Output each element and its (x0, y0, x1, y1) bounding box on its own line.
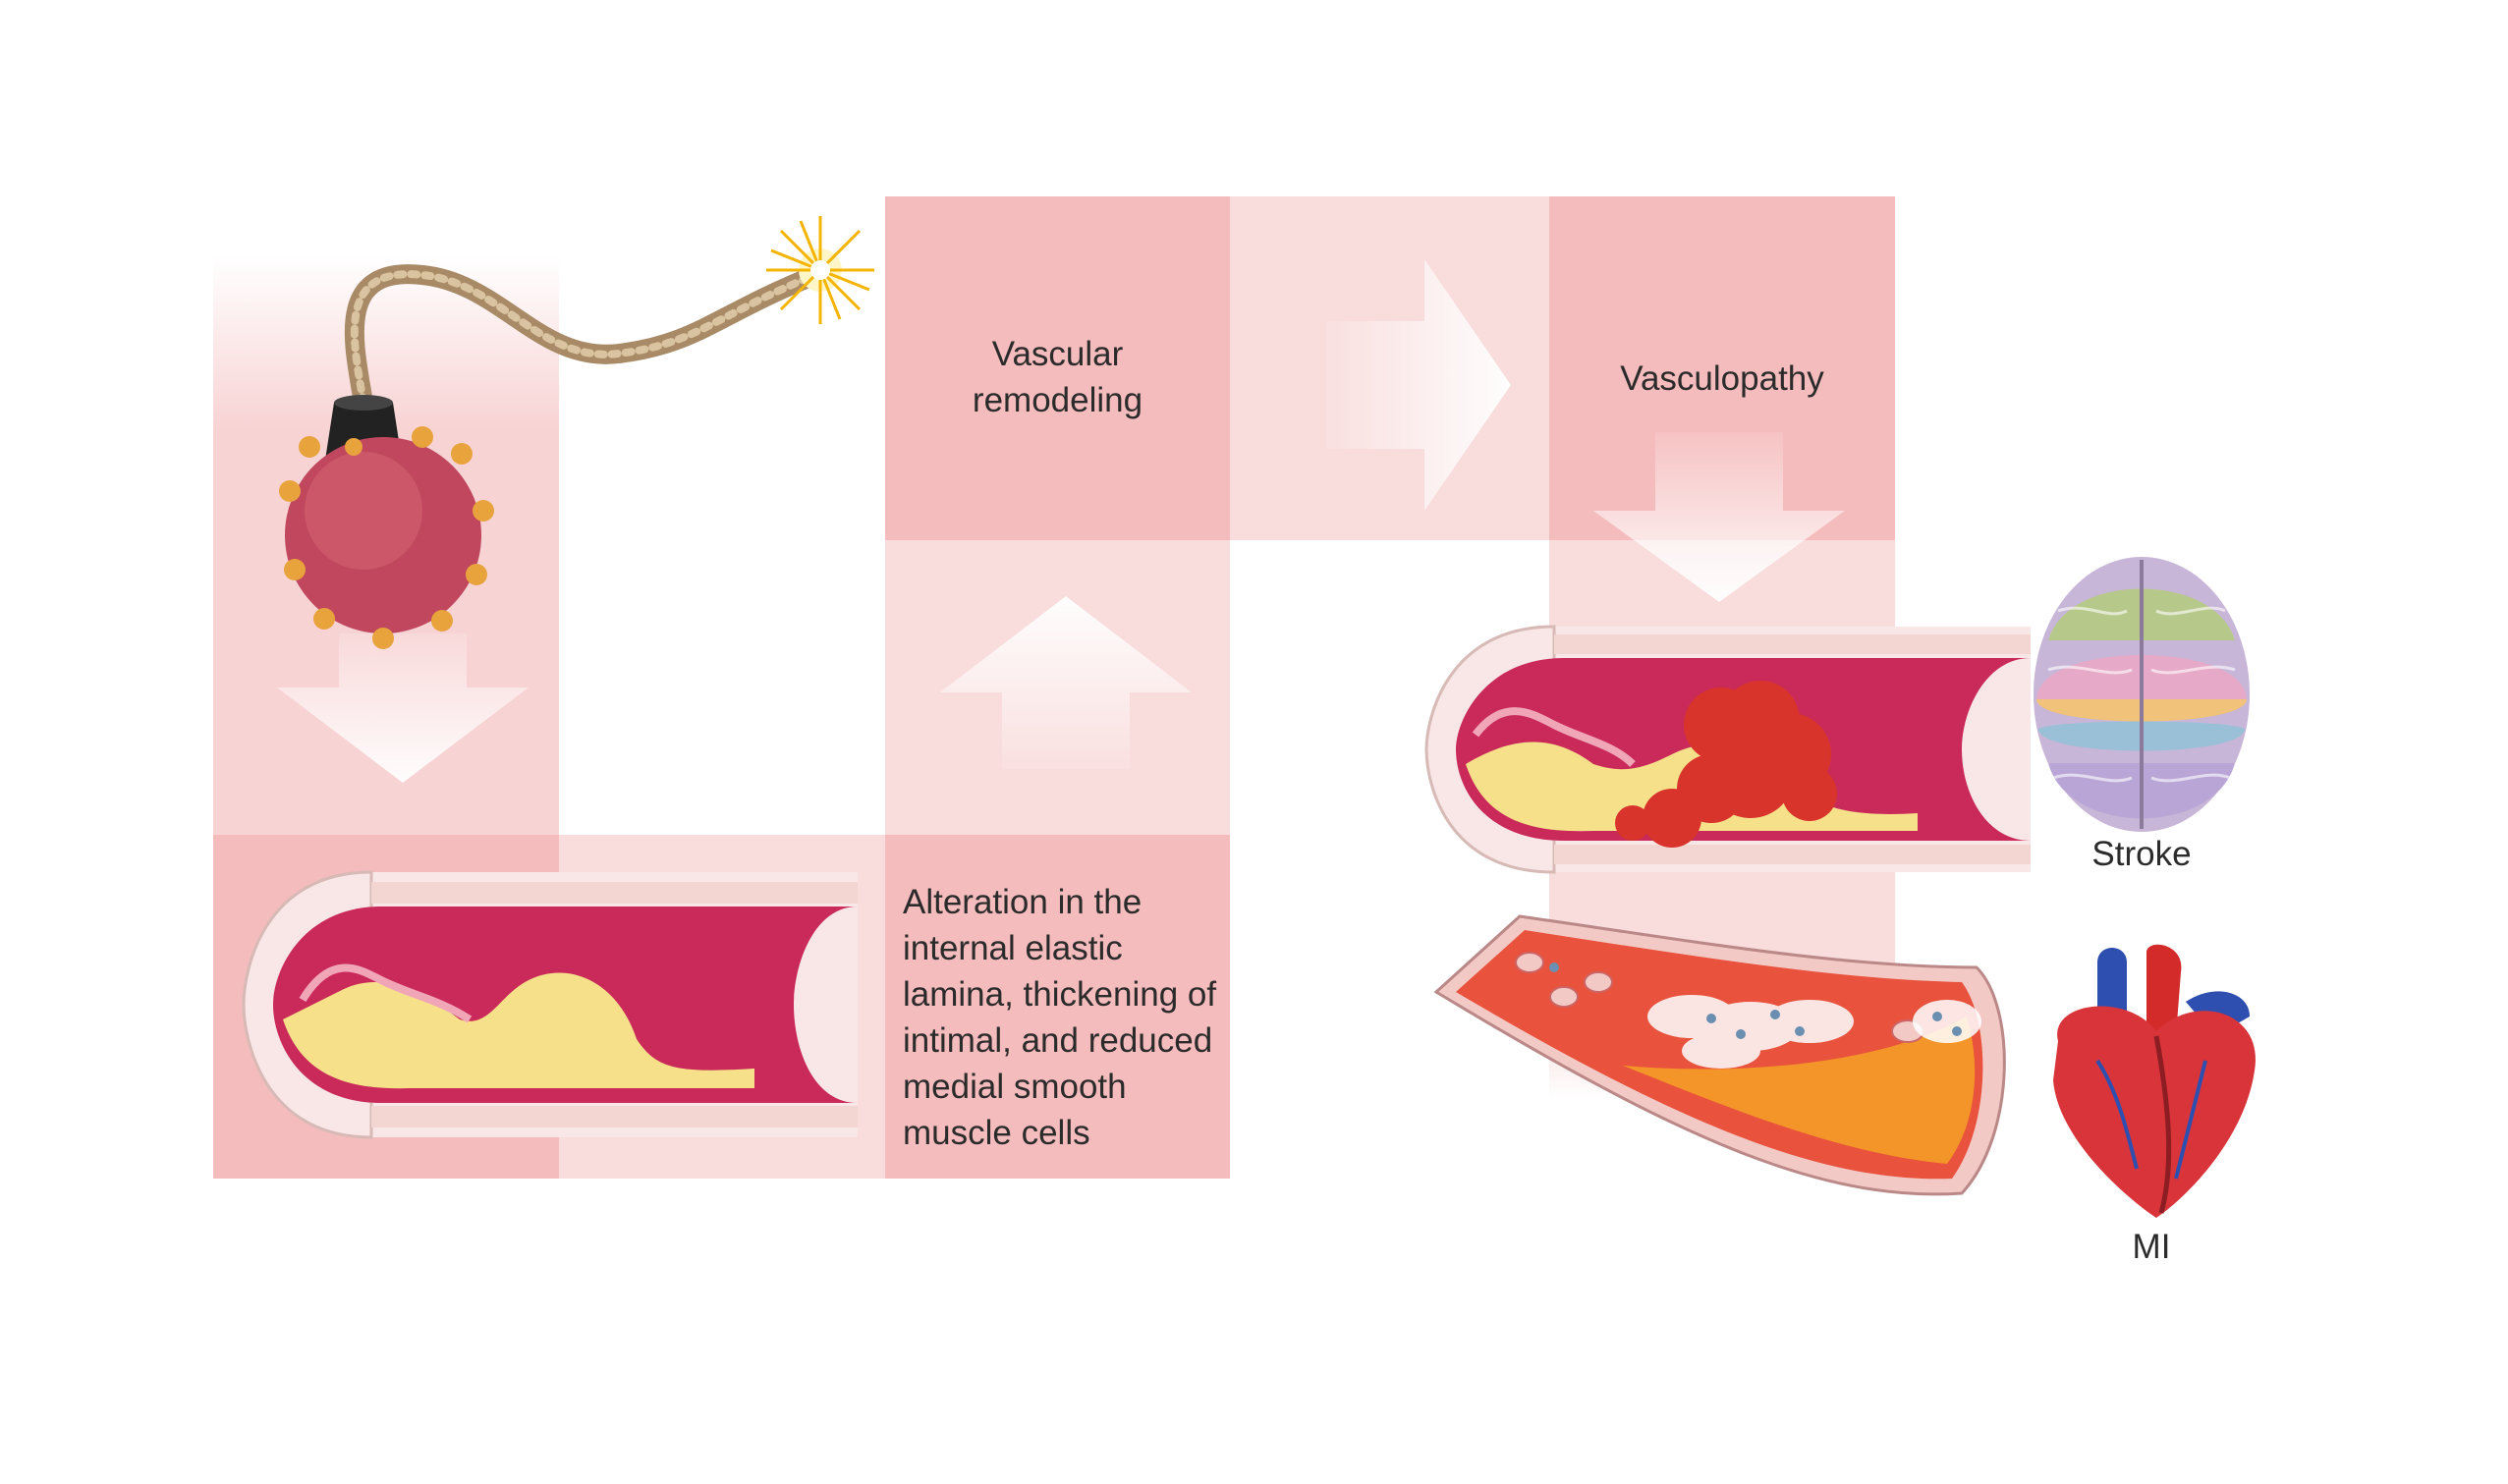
artery-clot-icon (1433, 914, 2006, 1196)
alteration-caption: Alteration in the internal elastic lamin… (903, 883, 1217, 1152)
mi-label: MI (2132, 1228, 2171, 1266)
artery-thrombus-icon (1424, 625, 2031, 874)
artery-plaque-icon (242, 870, 858, 1139)
arrow-right-icon (1326, 259, 1511, 511)
arrow-down-1-icon (277, 633, 529, 783)
virus-bomb-icon (279, 216, 874, 649)
arrow-up-icon (940, 596, 1192, 769)
vasculopathy-label: Vasculopathy (1620, 359, 1824, 398)
stroke-label: Stroke (2091, 835, 2192, 873)
vascular-remodeling-label: Vascular remodeling (972, 335, 1143, 419)
tile-vascular-remodeling (885, 196, 1230, 540)
tile-bottom-right (885, 835, 1230, 1179)
arrow-down-2-icon (1593, 432, 1845, 602)
brain-icon (2034, 557, 2250, 832)
heart-icon (2053, 944, 2256, 1218)
